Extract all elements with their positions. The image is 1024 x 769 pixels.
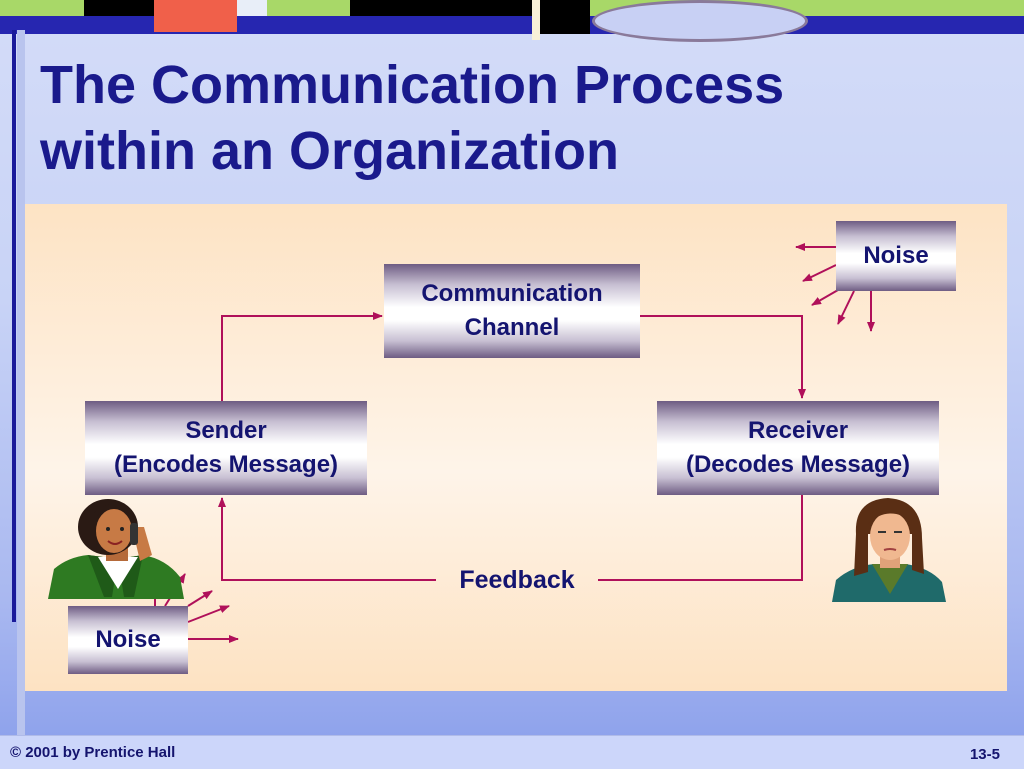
noise-top-arrow-2: [802, 264, 837, 282]
slide-title: The Communication Process within an Orga…: [40, 52, 940, 184]
top-bar-light-block: [237, 0, 267, 16]
top-bar-black-block-3: [540, 0, 590, 34]
noise-box-bottom: Noise: [68, 606, 188, 674]
left-vertical-rule-dark: [12, 30, 16, 622]
noise-top-arrow-4: [837, 290, 855, 325]
copyright-text: © 2001 by Prentice Hall: [10, 744, 176, 761]
top-bar-green-block-2: [267, 0, 350, 16]
arrow-feedback-to-sender: [218, 497, 436, 581]
sender-box: Sender (Encodes Message): [85, 401, 367, 495]
noise-bottom-label: Noise: [95, 626, 161, 653]
left-vertical-rule-light: [17, 30, 25, 735]
noise-bottom-arrow-3: [187, 590, 213, 607]
top-bar-red-block: [154, 0, 237, 32]
noise-bottom-arrow-4: [187, 605, 230, 623]
receiver-box: Receiver (Decodes Message): [657, 401, 939, 495]
slide-title-line-2: within an Organization: [40, 121, 619, 181]
top-bar-oval: [592, 0, 808, 42]
top-bar-black-block-2: [350, 0, 532, 16]
channel-label-line-2: Channel: [464, 314, 560, 341]
sender-label-line-2: (Encodes Message): [113, 451, 339, 478]
noise-box-top: Noise: [836, 221, 956, 291]
channel-label-line-1: Communication: [421, 280, 603, 307]
slide-title-line-1: The Communication Process: [40, 55, 785, 115]
top-decoration-bar: [0, 0, 1024, 42]
arrow-sender-to-channel: [221, 312, 383, 401]
receiver-person-illustration: [832, 498, 946, 602]
noise-top-arrow-3: [811, 289, 839, 306]
top-bar-cream-block: [532, 0, 540, 40]
feedback-line-right: [598, 495, 803, 581]
receiver-label-line-2: (Decodes Message): [685, 451, 911, 478]
slide-footer: © 2001 by Prentice Hall 13-5: [0, 735, 1024, 769]
sender-label-line-1: Sender: [185, 417, 267, 444]
noise-top-label: Noise: [863, 242, 929, 269]
slide-page-number: 13-5: [969, 746, 1000, 763]
feedback-label: Feedback: [459, 566, 575, 594]
top-bar-green-block-1: [0, 0, 84, 16]
sender-person-illustration: [48, 499, 184, 599]
communication-channel-box: Communication Channel: [384, 264, 640, 358]
arrow-channel-to-receiver: [640, 315, 806, 399]
receiver-label-line-1: Receiver: [747, 417, 849, 444]
top-bar-black-block-1: [84, 0, 154, 16]
